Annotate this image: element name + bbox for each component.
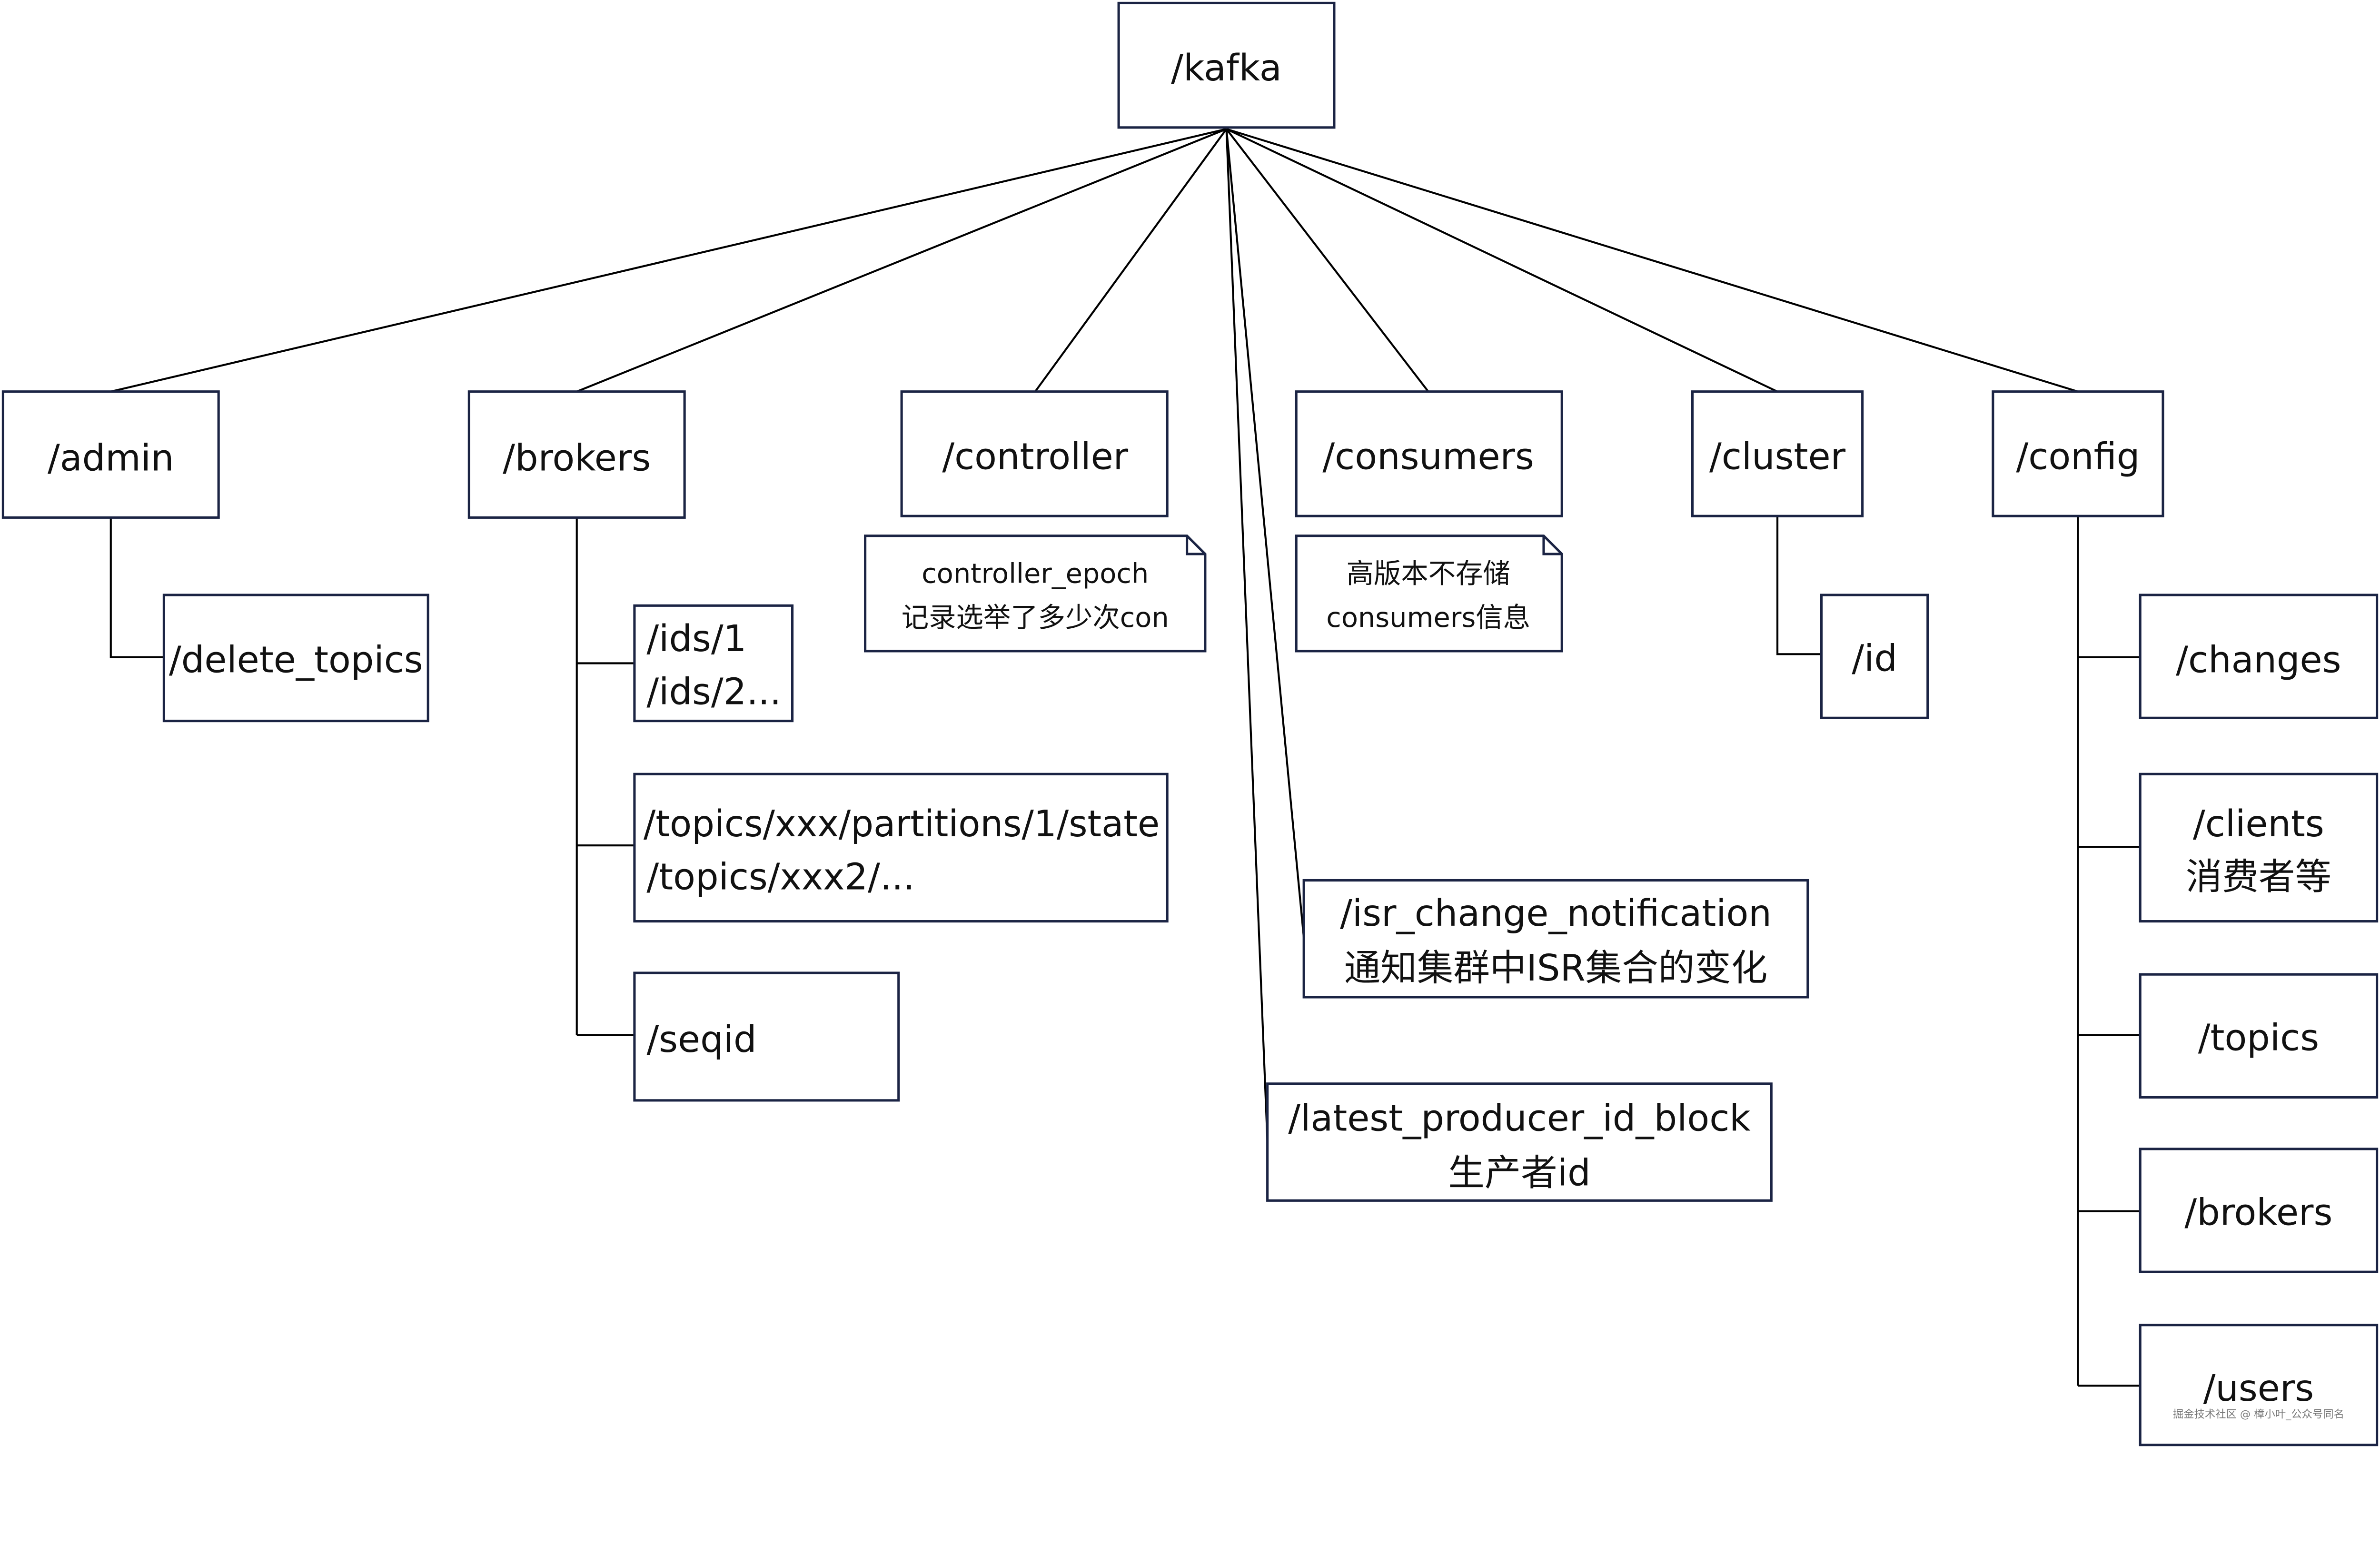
node-brokers: /brokers	[467, 390, 686, 519]
edge-brokers	[576, 128, 1227, 393]
node-label: /users	[2203, 1367, 2314, 1410]
node-controller: /controller	[900, 390, 1169, 517]
node-label: /topics	[2198, 1017, 2319, 1060]
root-connectors	[110, 128, 2079, 1142]
node-label: /controller	[942, 436, 1128, 478]
edge-isr	[1225, 129, 1305, 938]
node-config-brokers: /brokers	[2139, 1148, 2379, 1273]
node-label: /config	[2016, 436, 2140, 478]
node-config-users: /users	[2139, 1324, 2379, 1446]
node-label: /isr_change_notification	[1340, 892, 1772, 935]
node-isr-change-notification: /isr_change_notification 通知集群中ISR集合的变化	[1302, 879, 1809, 999]
node-delete-topics: /delete_topics	[162, 594, 429, 723]
node-kafka: /kafka	[1117, 1, 1336, 129]
note-controller: controller_epoch 记录选举了多少次con	[864, 535, 1207, 653]
node-label: /admin	[48, 437, 174, 480]
node-cluster: /cluster	[1691, 390, 1864, 517]
node-label: 消费者等	[2186, 856, 2331, 899]
node-label: /ids/2...	[646, 671, 781, 713]
kafka-zookeeper-tree-diagram: /kafka /admin /brokers /controller /cons…	[1, 1, 2379, 1446]
edge-admin	[110, 128, 1227, 393]
node-label: /clients	[2193, 803, 2324, 845]
note-line: 记录选举了多少次con	[902, 602, 1169, 634]
node-label: /changes	[2176, 639, 2341, 682]
node-broker-ids: /ids/1 /ids/2...	[633, 604, 794, 723]
note-line: consumers信息	[1326, 602, 1530, 634]
note-line: controller_epoch	[922, 557, 1149, 589]
node-broker-seqid: /seqid	[633, 971, 900, 1102]
node-config-topics: /topics	[2139, 973, 2379, 1099]
note-line: 高版本不存储	[1347, 557, 1510, 589]
node-config-changes: /changes	[2139, 594, 2379, 719]
edge-latest	[1225, 129, 1269, 1142]
edge-cluster	[1226, 128, 1778, 393]
node-label: /brokers	[503, 437, 651, 480]
node-admin: /admin	[1, 390, 220, 519]
node-label: /brokers	[2184, 1191, 2332, 1234]
edge-consumers	[1225, 128, 1429, 392]
sub-connectors	[109, 516, 2141, 1387]
node-label: /id	[1852, 637, 1897, 680]
node-label: /ids/1	[646, 618, 746, 660]
node-config-clients: /clients 消费者等	[2139, 773, 2379, 923]
node-label: /kafka	[1171, 47, 1281, 89]
node-label: /consumers	[1322, 436, 1534, 478]
node-label: 通知集群中ISR集合的变化	[1344, 947, 1767, 990]
node-latest-producer-id-block: /latest_producer_id_block 生产者id	[1266, 1082, 1773, 1202]
node-label: 生产者id	[1448, 1152, 1590, 1194]
edge-config	[1226, 128, 2079, 393]
node-cluster-id: /id	[1820, 594, 1929, 719]
node-consumers: /consumers	[1295, 390, 1563, 517]
edge-controller	[1034, 128, 1228, 392]
node-config: /config	[1992, 390, 2164, 517]
node-label: /topics/xxx2/...	[646, 856, 914, 899]
node-label: /topics/xxx/partitions/1/state	[644, 803, 1160, 845]
node-label: /seqid	[646, 1019, 756, 1061]
note-consumers: 高版本不存储 consumers信息	[1295, 535, 1563, 653]
watermark: 掘金技术社区 @ 樟小叶_公众号同名	[2173, 1408, 2344, 1420]
node-label: /delete_topics	[169, 639, 423, 682]
node-label: /latest_producer_id_block	[1288, 1098, 1751, 1140]
node-label: /cluster	[1709, 436, 1846, 478]
node-broker-topics: /topics/xxx/partitions/1/state /topics/x…	[633, 773, 1169, 923]
